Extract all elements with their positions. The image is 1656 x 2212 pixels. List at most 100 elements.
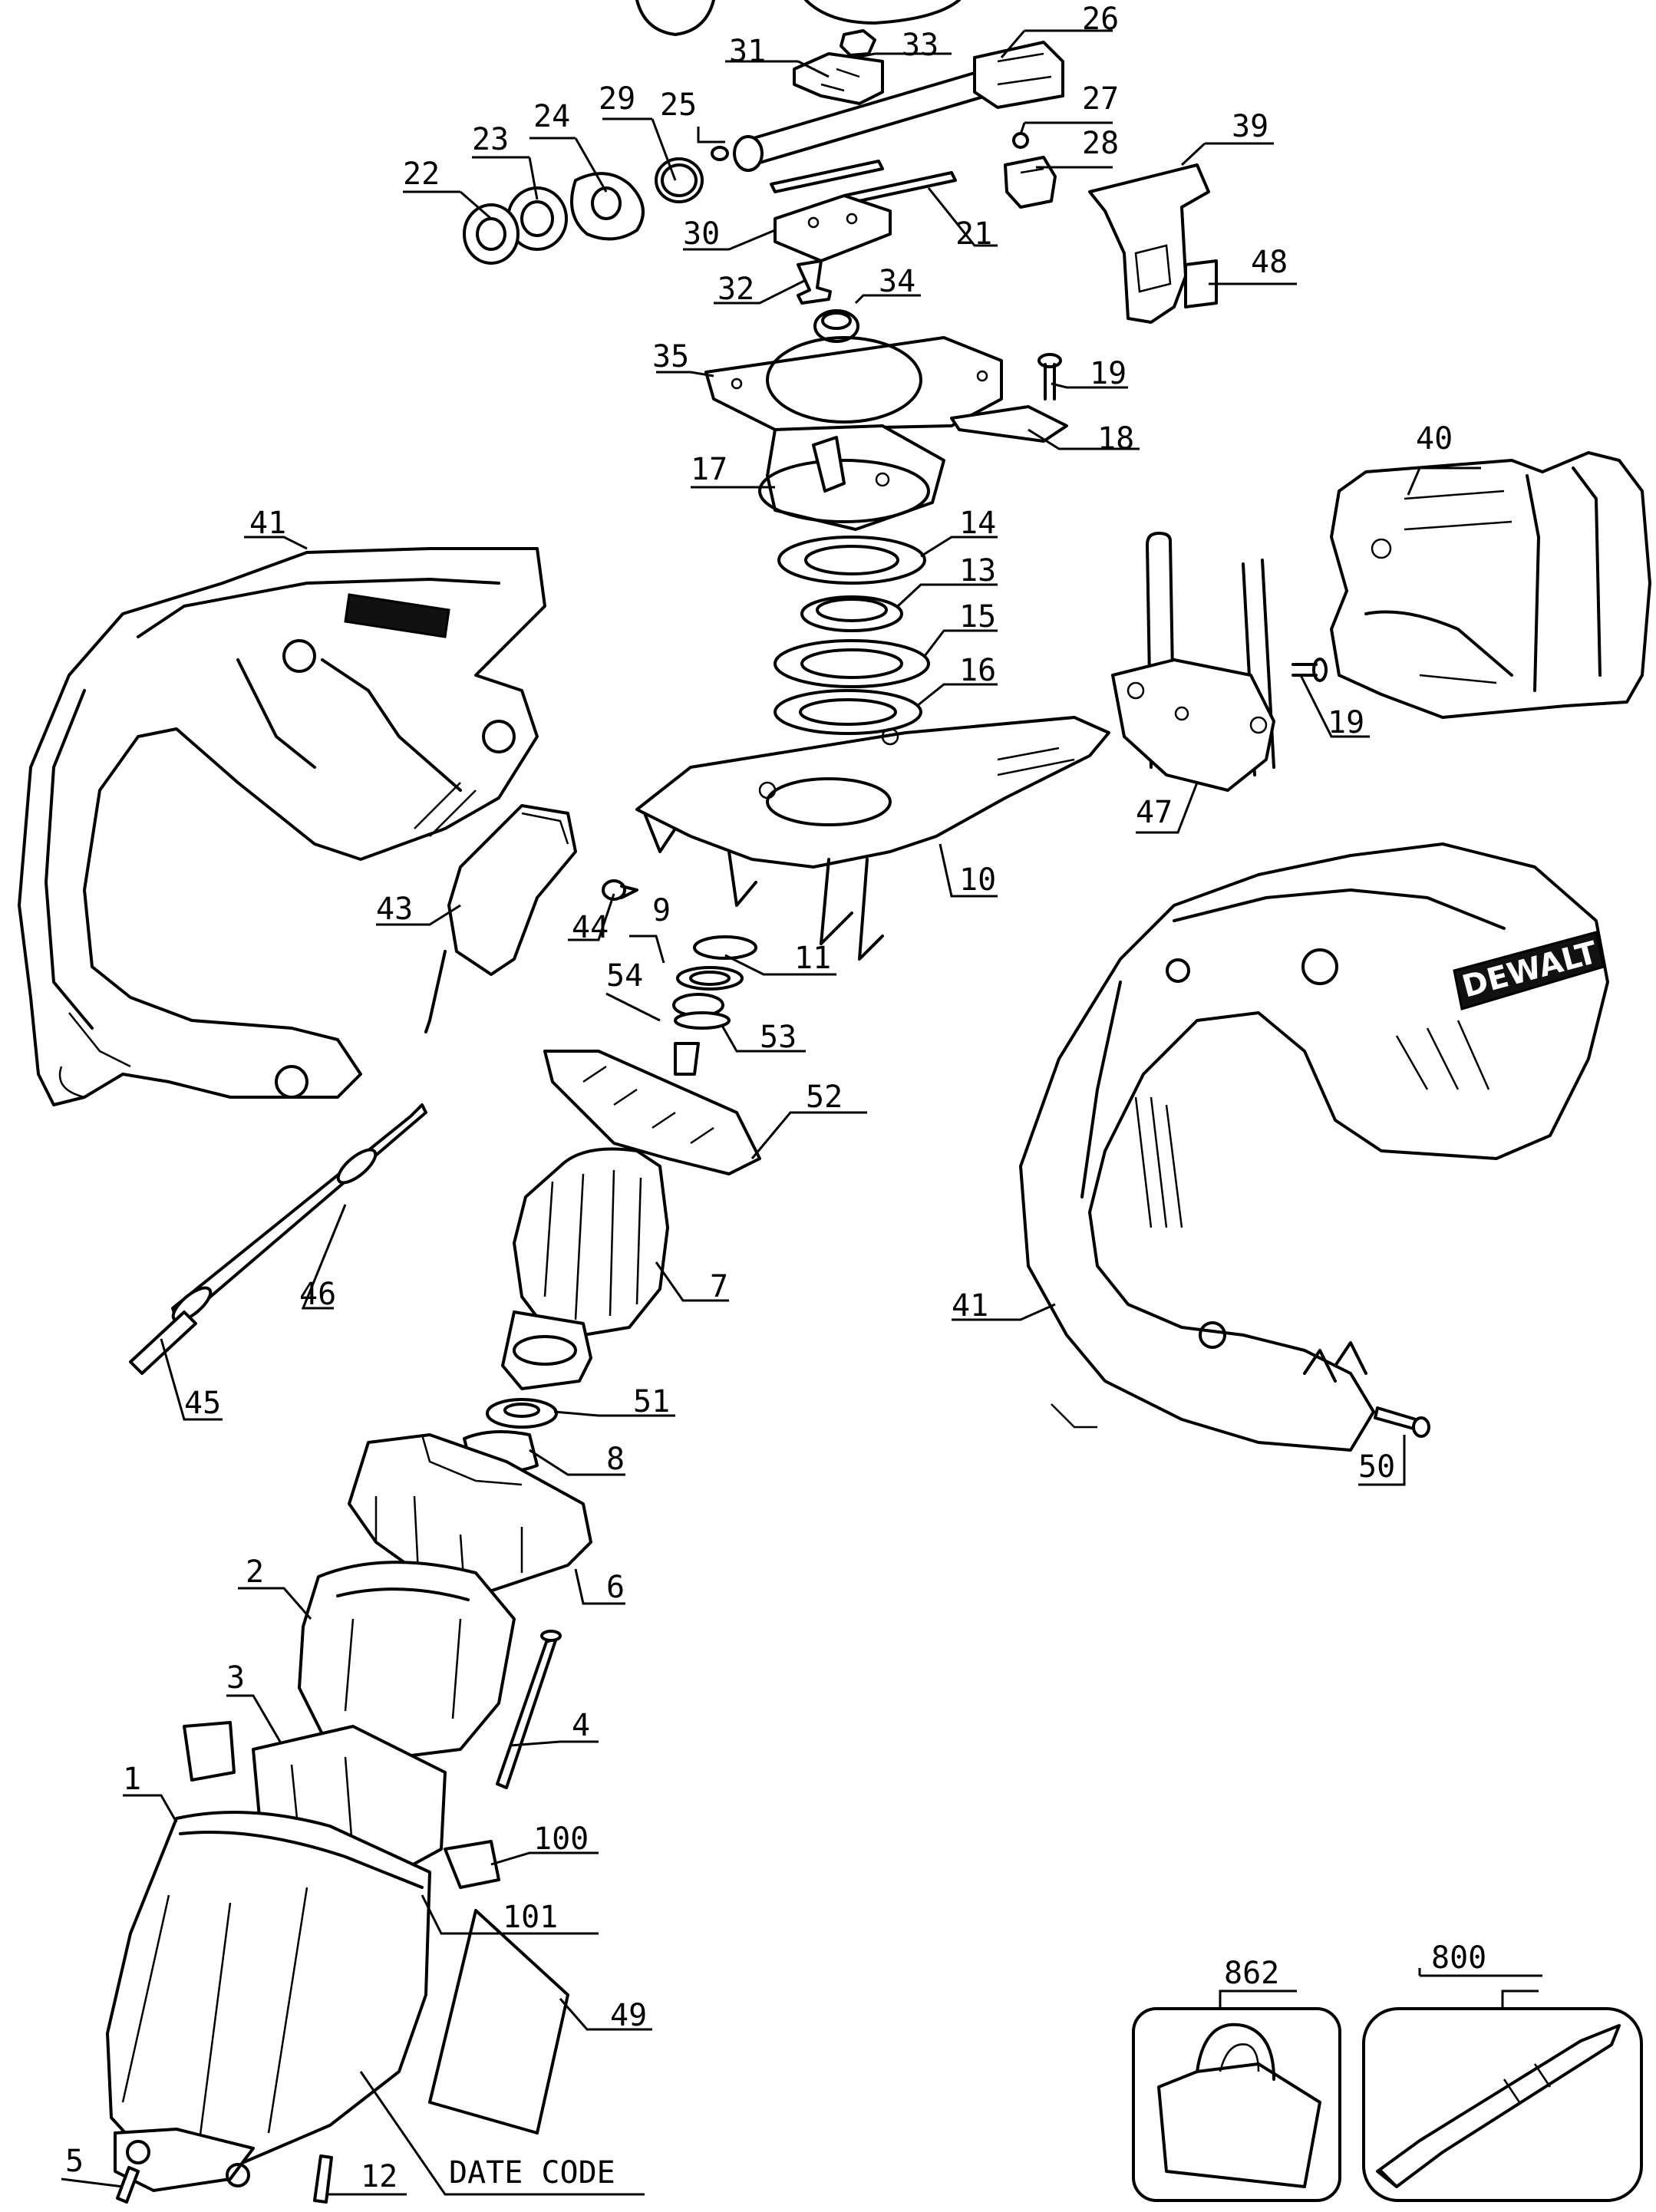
part-39-blade-guard	[1088, 163, 1210, 324]
part-12-screw	[313, 2154, 333, 2204]
callout-101: 101	[503, 1900, 558, 1935]
callout-54: 54	[606, 958, 643, 994]
callout-31: 31	[729, 34, 766, 69]
part-13-bearing	[800, 595, 903, 632]
part-800-blade	[1362, 2007, 1643, 2202]
callout-3: 3	[226, 1660, 245, 1696]
callout-26: 26	[1082, 2, 1119, 37]
part-41-right-housing	[1019, 842, 1609, 1452]
callout-53: 53	[760, 1020, 797, 1055]
part-49-label	[428, 1909, 569, 2135]
part-35-gasket	[704, 336, 1003, 431]
callout-41-right: 41	[952, 1288, 988, 1324]
callout-12: 12	[361, 2159, 398, 2194]
callout-4: 4	[572, 1708, 590, 1743]
part-46-shaft	[129, 1103, 427, 1375]
callout-29: 29	[599, 81, 635, 117]
part-100-brush	[444, 1840, 500, 1889]
callout-862: 862	[1224, 1956, 1279, 1991]
part-10-gear-case	[635, 716, 1110, 961]
part-16-washer	[774, 689, 922, 735]
callout-45: 45	[184, 1386, 221, 1421]
callout-10: 10	[959, 862, 996, 898]
callout-48: 48	[1251, 245, 1288, 280]
part-50-screw	[1374, 1406, 1430, 1438]
part-25-pin	[711, 146, 729, 161]
callout-46: 46	[299, 1277, 336, 1312]
callout-8: 8	[606, 1442, 625, 1477]
callout-2: 2	[246, 1554, 264, 1590]
callout-18: 18	[1097, 421, 1134, 457]
callout-800: 800	[1431, 1940, 1486, 1976]
callout-50: 50	[1358, 1449, 1395, 1485]
part-5-screw	[116, 2166, 140, 2204]
part-19-screw-top	[1037, 353, 1062, 401]
callout-17: 17	[691, 452, 727, 487]
part-33-nut	[840, 29, 876, 57]
callout-22: 22	[403, 157, 440, 192]
part-17-gear	[758, 424, 945, 531]
part-6-brush-holder	[348, 1433, 592, 1597]
callout-49: 49	[610, 1998, 647, 2033]
part-21-key-bars	[770, 160, 957, 205]
part-2-field	[298, 1561, 516, 1759]
part-18-plate	[950, 405, 1068, 443]
part-24-washer	[570, 172, 645, 241]
callout-27: 27	[1082, 81, 1119, 117]
part-27-ball	[1012, 132, 1029, 149]
callout-30: 30	[683, 216, 720, 252]
callout-11: 11	[794, 941, 831, 976]
callout-15: 15	[959, 599, 996, 635]
part-15-washer	[774, 639, 930, 688]
callout-16: 16	[959, 653, 996, 688]
part-29-spring-ring	[655, 157, 704, 203]
callout-52: 52	[806, 1080, 843, 1115]
part-48-label	[1184, 259, 1218, 308]
callout-23: 23	[472, 122, 509, 157]
callout-24: 24	[533, 99, 570, 134]
callout-14: 14	[959, 506, 996, 541]
callout-47: 47	[1136, 795, 1173, 830]
part-53-washer	[674, 1011, 731, 1030]
part-32-screw	[797, 259, 832, 305]
callout-1: 1	[123, 1762, 141, 1797]
part-47-shoe-bracket	[1111, 532, 1275, 792]
callout-19-top: 19	[1090, 356, 1127, 391]
leader-lines	[61, 29, 1542, 2196]
part-43-switch	[424, 804, 577, 1033]
callout-100: 100	[533, 1821, 589, 1857]
part-14-washer	[777, 536, 926, 585]
part-862-kit-bag	[1132, 2007, 1341, 2202]
part-51-bearing	[486, 1398, 558, 1429]
callout-39: 39	[1232, 109, 1268, 144]
part-11-washer	[676, 966, 744, 991]
part-1-motor-housing	[106, 1811, 431, 2192]
callout-43: 43	[376, 892, 413, 927]
part-40-nose-housing	[1330, 451, 1651, 719]
callout-32: 32	[717, 272, 754, 307]
callout-5: 5	[65, 2144, 84, 2179]
part-44-screw	[602, 879, 638, 901]
callout-33: 33	[902, 28, 939, 63]
callout-6: 6	[606, 1570, 625, 1605]
part-19-screw-side	[1291, 658, 1328, 682]
part-52-fan	[543, 1042, 761, 1175]
callout-40: 40	[1416, 421, 1453, 457]
part-34-bushing	[813, 309, 859, 343]
part-4-screw	[496, 1630, 562, 1789]
part-26-plunger-shaft	[733, 41, 1064, 172]
callout-9: 9	[652, 893, 671, 928]
part-22-washer	[463, 203, 520, 265]
callout-7: 7	[710, 1269, 728, 1304]
callout-13: 13	[959, 553, 996, 588]
callout-34: 34	[879, 264, 915, 299]
callout-21: 21	[955, 216, 992, 252]
part-28-plunger-clip	[1004, 156, 1057, 209]
callout-25: 25	[660, 87, 697, 123]
part-top-partial	[635, 0, 961, 36]
callout-35: 35	[652, 339, 689, 374]
callout-date-code: DATE CODE	[449, 2155, 615, 2191]
part-9-washer	[693, 935, 757, 960]
callout-labels: 31 33 26 27 28 39 48 25 29 24 23 22 30 2…	[65, 2, 1486, 2194]
part-41-left-housing	[18, 547, 546, 1106]
